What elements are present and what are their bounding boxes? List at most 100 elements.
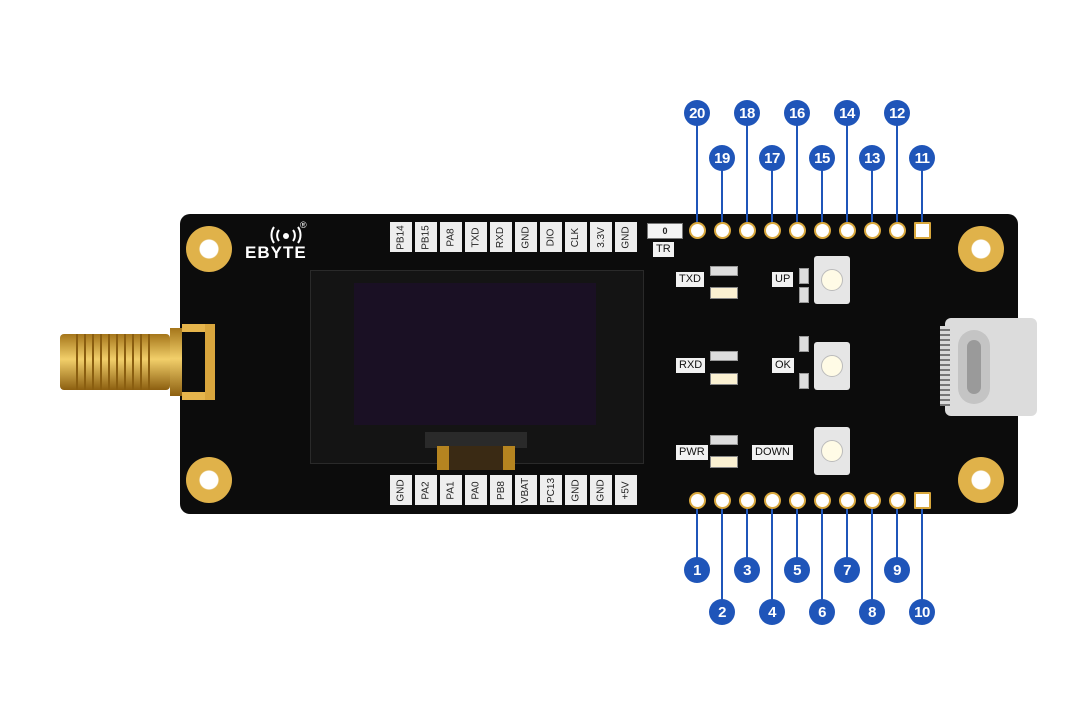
oled-screen [354,283,596,425]
pin-number-marker: 5 [784,557,810,583]
pin-number-marker: 10 [909,599,935,625]
pin-label: DIO [540,222,562,252]
pin-label: PA0 [465,475,487,505]
pin-number-marker: 20 [684,100,710,126]
pin-label: GND [565,475,587,505]
pin-label: PB14 [390,222,412,252]
pin-label: GND [590,475,612,505]
pin-pad [714,492,731,509]
pin-number-marker: 16 [784,100,810,126]
pin-lead [696,125,698,223]
pin-label: PA1 [440,475,462,505]
tr-switch[interactable]: 0 [647,223,683,239]
pin-label: CLK [565,222,587,252]
pin-label: PA2 [415,475,437,505]
resistor [710,266,738,276]
pin-pad [864,222,881,239]
mounting-hole [958,457,1004,503]
up-button[interactable] [814,256,850,304]
pin-number-marker: 3 [734,557,760,583]
pin-lead [846,505,848,570]
ok-label: OK [772,358,794,373]
pin-label: TXD [465,222,487,252]
pin-number-marker: 11 [909,145,935,171]
pin-label: GND [515,222,537,252]
pin-label: PB8 [490,475,512,505]
pin-lead [721,170,723,223]
resistor [799,287,809,303]
pin-number-marker: 1 [684,557,710,583]
pin-pad [764,492,781,509]
pin-pad [739,492,756,509]
pin-pad-square [914,222,931,239]
mounting-hole [186,226,232,272]
pin-label: VBAT [515,475,537,505]
pin-pad [789,222,806,239]
oled-flex-contact [437,446,449,470]
pin-pad [889,492,906,509]
oled-flex-contact [503,446,515,470]
pin-number-marker: 4 [759,599,785,625]
bottom-header-labels: GND PA2 PA1 PA0 PB8 VBAT PC13 GND GND +5… [390,475,637,505]
txd-led [710,287,738,299]
pin-lead [796,505,798,570]
pin-lead [896,125,898,223]
pin-label: RXD [490,222,512,252]
pin-label: 3.3V [590,222,612,252]
usb-c-tongue [967,340,981,394]
pin-lead [821,170,823,223]
pin-label: PC13 [540,475,562,505]
button-cap [821,269,843,291]
txd-label: TXD [676,272,704,287]
pin-number-marker: 6 [809,599,835,625]
pin-pad [864,492,881,509]
pin-number-marker: 7 [834,557,860,583]
rxd-label: RXD [676,358,706,373]
resistor [799,268,809,284]
down-button[interactable] [814,427,850,475]
pin-lead [871,170,873,223]
rxd-led [710,373,738,385]
pin-pad-square [914,492,931,509]
pin-label: GND [390,475,412,505]
pin-number-marker: 14 [834,100,860,126]
pin-lead [921,505,923,610]
pin-lead [746,125,748,223]
pin-lead [921,170,923,223]
oled-ribbon [425,432,527,448]
pin-pad [764,222,781,239]
button-cap [821,355,843,377]
pin-lead [771,170,773,223]
down-label: DOWN [752,445,793,460]
pin-pad [839,492,856,509]
pin-lead [746,505,748,570]
pin-pad [789,492,806,509]
pin-number-marker: 17 [759,145,785,171]
ebyte-logo: EBYTE [245,243,307,262]
pin-pad [889,222,906,239]
pin-number-marker: 19 [709,145,735,171]
pin-lead [721,505,723,610]
button-cap [821,440,843,462]
pin-number-marker: 15 [809,145,835,171]
ok-button[interactable] [814,342,850,390]
tr-label: TR [653,242,674,257]
pin-label: PA8 [440,222,462,252]
pin-pad [839,222,856,239]
up-label: UP [772,272,794,287]
usb-c-pins [940,326,950,406]
pin-pad [814,222,831,239]
pin-label: GND [615,222,637,252]
pin-lead [696,505,698,570]
pin-number-marker: 12 [884,100,910,126]
mounting-hole [186,457,232,503]
pin-pad [739,222,756,239]
resistor [799,336,809,352]
pin-number-marker: 18 [734,100,760,126]
pin-lead [821,505,823,610]
pin-number-marker: 8 [859,599,885,625]
pin-lead [796,125,798,223]
pin-pad [689,222,706,239]
pin-label: PB15 [415,222,437,252]
resistor [710,435,738,445]
